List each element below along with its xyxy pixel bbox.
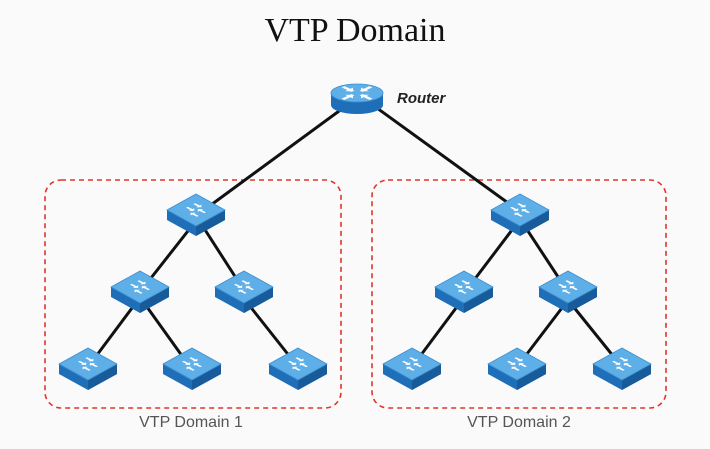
domain-2-border [371,179,667,409]
domain-1-border [44,179,342,409]
domain-1-label: VTP Domain 1 [139,414,243,431]
switch-icon [539,271,597,313]
domain-2-label: VTP Domain 2 [467,414,571,431]
switch-icon [491,194,549,236]
switch-icon [593,348,651,390]
switch-icon [215,271,273,313]
switch-icon [435,271,493,313]
switch-icon [488,348,546,390]
link-router-domain1 [198,101,352,215]
switch-icon [383,348,441,390]
diagram-title: VTP Domain [264,12,446,49]
switch-icon [163,348,221,390]
switch-icon [269,348,327,390]
link-router-domain2 [368,101,524,215]
router-icon [329,82,385,116]
switch-icon [59,348,117,390]
router-label: Router [397,90,446,107]
switch-icon [111,271,169,313]
